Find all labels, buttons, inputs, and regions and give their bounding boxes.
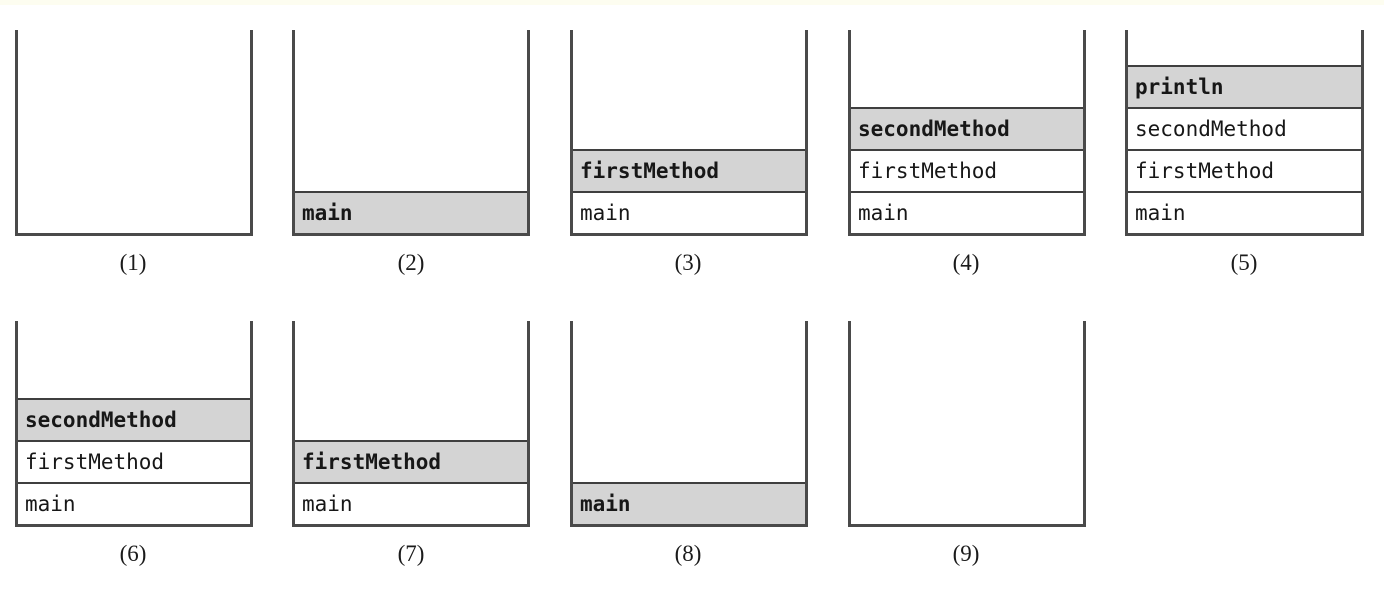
stack-frame-active: println <box>1128 65 1361 107</box>
stack-frame-list: main <box>295 191 527 233</box>
stack-frame-active: secondMethod <box>18 398 250 440</box>
stack-frame-active: main <box>573 482 805 524</box>
top-edge-band <box>0 0 1384 5</box>
panel-caption: (9) <box>952 541 980 566</box>
panel-caption: (8) <box>674 541 702 566</box>
stack-frame: main <box>851 191 1083 233</box>
panel-caption: (3) <box>674 250 702 275</box>
stack-frame: main <box>295 482 527 524</box>
stack-frame: firstMethod <box>18 440 250 482</box>
stack-frame: secondMethod <box>1128 107 1361 149</box>
stack-frame-active: secondMethod <box>851 107 1083 149</box>
stack-container <box>15 30 253 236</box>
stack-container: main <box>570 321 808 527</box>
stack-frame: main <box>573 191 805 233</box>
panel-caption: (7) <box>397 541 425 566</box>
stack-container <box>848 321 1086 527</box>
panel-caption: (1) <box>119 250 147 275</box>
panel-caption: (6) <box>119 541 147 566</box>
stack-frame: firstMethod <box>851 149 1083 191</box>
stack-frame-active: firstMethod <box>573 149 805 191</box>
stack-frame: main <box>1128 191 1361 233</box>
stack-frame-active: firstMethod <box>295 440 527 482</box>
stack-frame: main <box>18 482 250 524</box>
panel-caption: (5) <box>1230 250 1258 275</box>
stack-frame-list: main <box>573 482 805 524</box>
stack-frame-active: main <box>295 191 527 233</box>
stack-frame: firstMethod <box>1128 149 1361 191</box>
panel-caption: (4) <box>952 250 980 275</box>
panel-caption: (2) <box>397 250 425 275</box>
stack-container: main <box>292 30 530 236</box>
